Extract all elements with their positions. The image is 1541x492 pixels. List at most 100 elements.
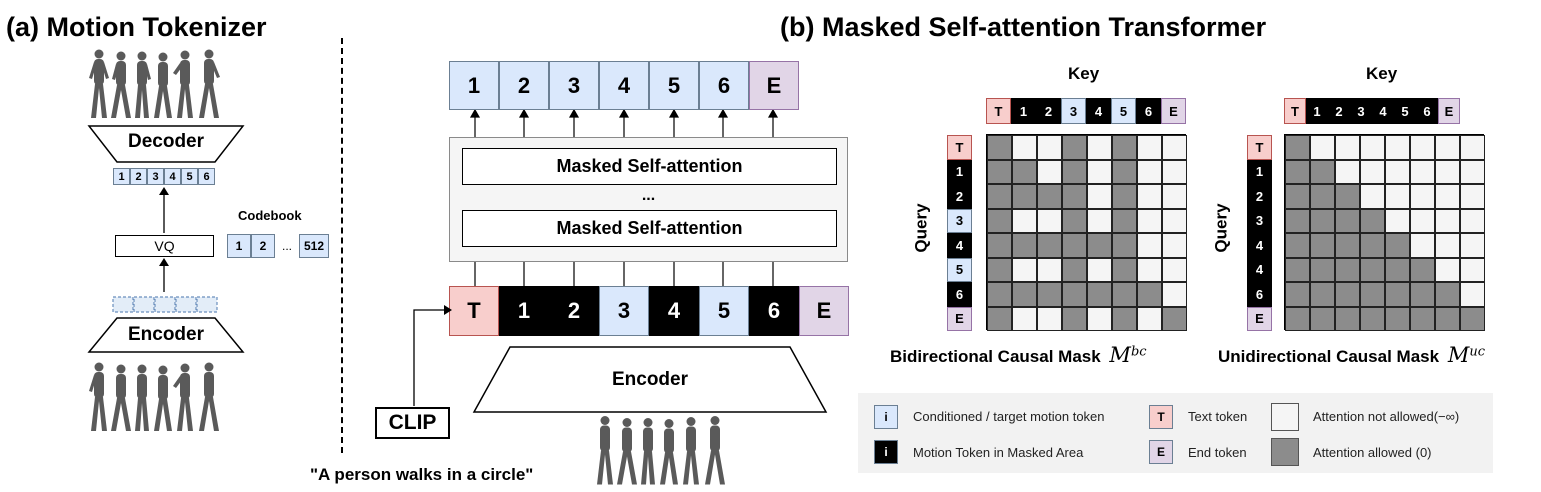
attention-allowed-cell	[1410, 257, 1435, 282]
attention-allowed-cell	[1285, 257, 1310, 282]
query-token: 4	[1247, 233, 1272, 258]
key-label: Key	[1068, 64, 1100, 83]
legend-conditioned-text: Conditioned / target motion token	[913, 409, 1105, 424]
attention-allowed-cell	[1335, 282, 1360, 307]
masked-self-attention-layer: Masked Self-attention	[462, 210, 837, 247]
attention-allowed-cell	[1112, 208, 1137, 233]
attention-allowed-cell	[1037, 282, 1062, 307]
attention-allowed-cell	[1460, 306, 1485, 331]
clip-block: CLIP	[375, 407, 450, 439]
attention-allowed-cell	[1062, 208, 1087, 233]
attention-allowed-cell	[1285, 184, 1310, 209]
attention-blocked-cell	[1310, 135, 1335, 160]
attention-blocked-cell	[1460, 184, 1485, 209]
query-token: 3	[1247, 208, 1272, 233]
attention-blocked-cell	[1435, 135, 1460, 160]
attention-blocked-cell	[1435, 233, 1460, 258]
attention-allowed-cell	[1062, 233, 1087, 258]
attention-allowed-cell	[1112, 282, 1137, 307]
attention-allowed-cell	[987, 233, 1012, 258]
query-token: 1	[947, 159, 972, 184]
key-token: 3	[1350, 98, 1372, 124]
attention-allowed-cell	[1335, 184, 1360, 209]
key-token: 6	[1416, 98, 1438, 124]
legend-allowed-swatch	[1271, 438, 1299, 466]
attention-blocked-cell	[1137, 135, 1162, 160]
query-token: 4	[947, 233, 972, 258]
key-token: 1	[1306, 98, 1328, 124]
walking-figure-sequence-icon	[597, 416, 725, 485]
masked-self-attention-layer: Masked Self-attention	[462, 148, 837, 185]
attention-blocked-cell	[1460, 233, 1485, 258]
attention-blocked-cell	[1162, 135, 1187, 160]
output-token: 2	[499, 61, 549, 110]
legend-masked-token-swatch: i	[874, 440, 898, 464]
legend: i Conditioned / target motion token T Te…	[858, 393, 1493, 473]
input-token: 4	[649, 286, 699, 336]
decoder-trapezoid	[87, 125, 245, 163]
output-token: 6	[699, 61, 749, 110]
codebook-entry: ...	[281, 239, 292, 253]
codebook-entry: 2	[251, 234, 275, 258]
attention-allowed-cell	[1385, 257, 1410, 282]
attention-allowed-cell	[1410, 306, 1435, 331]
attention-blocked-cell	[1435, 257, 1460, 282]
attention-blocked-cell	[1162, 282, 1187, 307]
attention-blocked-cell	[1137, 233, 1162, 258]
attention-allowed-cell	[1012, 282, 1037, 307]
attention-allowed-cell	[1310, 233, 1335, 258]
query-token: 4	[1247, 257, 1272, 282]
attention-blocked-cell	[1410, 135, 1435, 160]
attention-blocked-cell	[1360, 159, 1385, 184]
attention-blocked-cell	[1460, 159, 1485, 184]
key-label: Key	[1366, 64, 1398, 83]
attention-allowed-cell	[1435, 306, 1460, 331]
attention-allowed-cell	[1310, 257, 1335, 282]
walking-figure-sequence-icon	[89, 49, 220, 118]
attention-blocked-cell	[1137, 184, 1162, 209]
key-token: 3	[1061, 98, 1086, 124]
query-token: 2	[1247, 184, 1272, 209]
decoded-token: 6	[198, 168, 215, 185]
attention-allowed-cell	[1162, 306, 1187, 331]
attention-allowed-cell	[1285, 282, 1310, 307]
attention-allowed-cell	[1062, 184, 1087, 209]
attention-allowed-cell	[1062, 159, 1087, 184]
attention-allowed-cell	[1112, 306, 1137, 331]
decoded-token: 3	[147, 168, 164, 185]
decoded-token: 2	[130, 168, 147, 185]
vq-block: VQ	[115, 235, 214, 257]
attention-blocked-cell	[1410, 184, 1435, 209]
attention-blocked-cell	[1137, 159, 1162, 184]
legend-end-token-swatch: E	[1149, 440, 1173, 464]
output-token: E	[749, 61, 799, 110]
attention-allowed-cell	[987, 306, 1012, 331]
attention-allowed-cell	[1360, 282, 1385, 307]
attention-blocked-cell	[1162, 233, 1187, 258]
arrow-right-icon	[413, 305, 452, 406]
attention-blocked-cell	[1435, 159, 1460, 184]
codebook-label: Codebook	[238, 208, 302, 223]
encoder-trapezoid	[472, 346, 828, 413]
output-arrows	[469, 110, 779, 137]
attention-blocked-cell	[1360, 135, 1385, 160]
attention-allowed-cell	[1112, 135, 1137, 160]
key-token: 2	[1328, 98, 1350, 124]
attention-allowed-cell	[1335, 306, 1360, 331]
attention-blocked-cell	[1335, 159, 1360, 184]
attention-allowed-cell	[1087, 282, 1112, 307]
input-token: 2	[549, 286, 599, 336]
attention-allowed-cell	[1360, 257, 1385, 282]
key-token: E	[1438, 98, 1460, 124]
query-token: 1	[1247, 159, 1272, 184]
input-connectors	[474, 262, 774, 286]
key-token: 6	[1136, 98, 1161, 124]
query-token: T	[947, 135, 972, 160]
legend-motion-token-swatch: i	[874, 405, 898, 429]
attention-blocked-cell	[1012, 306, 1037, 331]
legend-not-allowed-swatch	[1271, 403, 1299, 431]
attention-allowed-cell	[1062, 282, 1087, 307]
attention-allowed-cell	[1012, 159, 1037, 184]
panel-a-title: (a) Motion Tokenizer	[6, 12, 267, 42]
attention-blocked-cell	[1012, 135, 1037, 160]
